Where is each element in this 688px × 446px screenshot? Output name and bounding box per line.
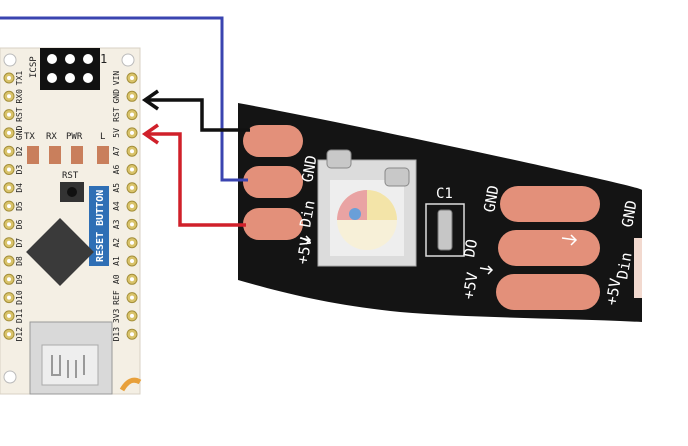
next-led-edge xyxy=(634,238,642,298)
pad-label-din-right: Din xyxy=(613,251,635,281)
pad-do-mid xyxy=(498,230,600,266)
capacitor: C1 xyxy=(425,186,465,257)
right-pin-label-a1: A1 xyxy=(112,256,121,266)
led-chip xyxy=(317,149,417,267)
ground-wire-arrowhead xyxy=(141,89,159,111)
right-pin-label-a6: A6 xyxy=(112,165,121,175)
pad-label-5v-mid: +5V xyxy=(459,271,481,301)
led-label-tx: TX xyxy=(24,132,35,142)
arduino-nano-board: ICSP 1 TX1RX0RSTGNDD2D3D4D5D6D7D8D9D10D1… xyxy=(0,47,142,395)
data-wire xyxy=(0,16,248,182)
right-pin-label-rst: RST xyxy=(112,107,121,122)
microcontroller-chip xyxy=(26,218,94,286)
arrow-mark-left xyxy=(299,235,312,245)
right-pin-label-a2: A2 xyxy=(112,238,121,248)
icsp-header: ICSP 1 xyxy=(29,48,107,90)
left-pin-label-d5: D5 xyxy=(15,201,24,211)
left-pin-label-d2: D2 xyxy=(15,146,24,156)
right-pin-label-a4: A4 xyxy=(112,201,121,211)
right-pin-label-gnd: GND xyxy=(112,89,121,104)
left-pin-label-d9: D9 xyxy=(15,274,24,284)
led-contact-2 xyxy=(384,167,410,187)
left-pin-label-d8: D8 xyxy=(15,256,24,266)
left-pin-label-tx1: TX1 xyxy=(15,71,24,86)
right-pin-label-d13: D13 xyxy=(112,327,121,342)
led-l xyxy=(97,146,109,164)
led-strip: GND Din +5V C1 GND DO +5V xyxy=(238,103,642,322)
right-pin-label-5v: 5V xyxy=(112,128,121,138)
right-pin-label-a0: A0 xyxy=(112,274,121,284)
pad-din-left xyxy=(243,166,303,198)
icsp-label: ICSP xyxy=(29,56,39,78)
usb-connector xyxy=(29,321,113,395)
pad-label-din-left: Din xyxy=(296,199,318,229)
pad-label-5v-left: +5V xyxy=(293,236,315,266)
pad-5v-left xyxy=(243,208,303,240)
left-pin-label-d11: D11 xyxy=(15,308,24,323)
left-pin-label-gnd: GND xyxy=(15,125,24,140)
capacitor-body xyxy=(437,209,453,251)
left-pin-label-d7: D7 xyxy=(15,238,24,248)
pad-gnd-mid xyxy=(500,186,600,222)
power-wire-arrowhead xyxy=(141,123,159,145)
reset-button-label-bg xyxy=(89,186,109,266)
led-rx xyxy=(49,146,61,164)
led-label-l: L xyxy=(100,132,105,142)
led-label-pwr: PWR xyxy=(66,132,83,142)
capacitor-label: C1 xyxy=(436,186,453,202)
led-blue-die xyxy=(349,208,361,220)
left-pin-label-d12: D12 xyxy=(15,327,24,342)
left-pin-label-rst: RST xyxy=(15,107,24,122)
pad-label-gnd-left: GND xyxy=(298,154,320,184)
left-pin-label-d3: D3 xyxy=(15,165,24,175)
pad-label-gnd-right: GND xyxy=(618,199,640,229)
ground-wire xyxy=(148,98,250,132)
right-pin-label-ref: REF xyxy=(112,290,121,305)
right-pin-label-a5: A5 xyxy=(112,183,121,193)
led-contact-1 xyxy=(326,149,352,169)
power-wire xyxy=(148,132,246,227)
pad-label-gnd-mid: GND xyxy=(480,184,502,214)
right-pin-label-a3: A3 xyxy=(112,219,121,229)
right-pin-label-a7: A7 xyxy=(112,146,121,156)
rst-label: RST xyxy=(62,171,79,181)
arrow-mark-mid xyxy=(561,234,578,246)
reset-button-label: RESET BUTTON xyxy=(95,190,106,262)
pad-label-5v-right: +5V xyxy=(602,277,624,307)
led-label-rx: RX xyxy=(46,132,57,142)
left-pin-label-d4: D4 xyxy=(15,183,24,193)
pad-label-do-mid: DO xyxy=(460,238,481,259)
left-pin-label-d10: D10 xyxy=(15,290,24,305)
icsp-pin1-label: 1 xyxy=(100,52,107,66)
left-pin-label-d6: D6 xyxy=(15,219,24,229)
pad-5v-mid xyxy=(496,274,600,310)
pad-gnd-left xyxy=(243,125,303,157)
led-tx xyxy=(27,146,39,164)
right-pin-label-3v3: 3V3 xyxy=(112,308,121,323)
left-pin-label-rx0: RX0 xyxy=(15,89,24,104)
right-pin-label-vin: VIN xyxy=(112,71,121,86)
led-pwr xyxy=(71,146,83,164)
